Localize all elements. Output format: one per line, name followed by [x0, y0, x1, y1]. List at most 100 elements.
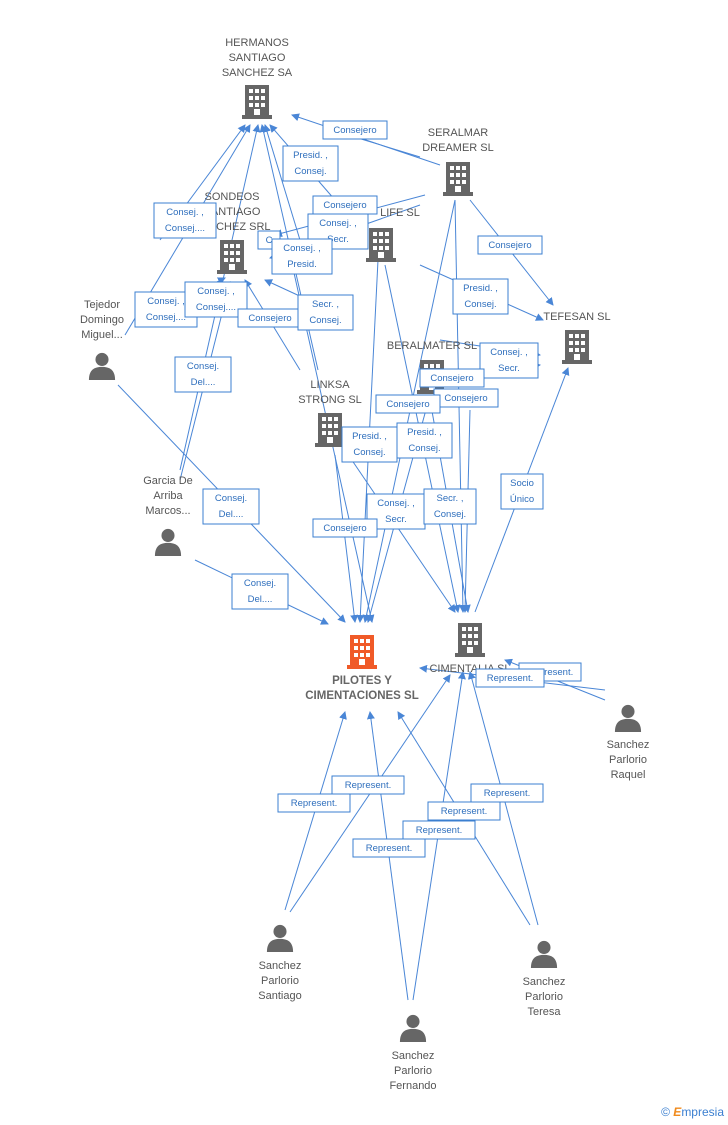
edge-label-box — [282, 145, 339, 182]
edge-label-text: Consej. , — [147, 296, 185, 307]
brand-initial: E — [673, 1105, 682, 1119]
edge-label-text: Presid. , — [293, 150, 328, 161]
edge-label-box — [375, 394, 441, 414]
node-label-line: HERMANOS — [225, 37, 289, 49]
node-cimentalia[interactable]: CIMENTALIA SL — [429, 623, 511, 675]
edge-label[interactable]: Presid. , Consej. — [396, 422, 453, 459]
node-label-line: Sanchez — [607, 739, 650, 751]
edge-label[interactable]: Consejero — [375, 394, 441, 414]
node-label-line: SONDEOS — [204, 191, 259, 203]
edge-label[interactable]: Consejero — [433, 388, 499, 408]
edge-label[interactable]: Secr. ,Consej. — [423, 488, 477, 525]
edge-label-text: Consej. , — [319, 218, 357, 229]
edge-label[interactable]: Represent. — [277, 793, 351, 813]
edge-label-text: Consej.... — [146, 312, 186, 323]
edge-label-box — [479, 342, 539, 379]
edge-label-text: Consejero — [430, 373, 473, 384]
edge-label-text: Represent. — [345, 780, 391, 791]
edge-label-text: Consej. — [294, 166, 326, 177]
edge-label-box — [174, 356, 232, 393]
edge-label-text: Consej. , — [490, 347, 528, 358]
edge-label[interactable]: Consej.Del.... — [231, 573, 289, 610]
node-tefesan[interactable]: TEFESAN SL — [543, 311, 611, 364]
edge-label[interactable]: Represent. — [352, 838, 426, 858]
node-garcia[interactable]: Garcia DeArribaMarcos... — [143, 475, 193, 556]
edge-label[interactable]: Consejero — [477, 235, 543, 255]
edge-label[interactable]: Consej.Del.... — [174, 356, 232, 393]
edge-label-text: Presid. , — [463, 283, 498, 294]
node-label-line: Raquel — [611, 769, 646, 781]
edge-label-text: Consej.... — [196, 302, 236, 313]
building-icon — [347, 635, 377, 669]
edge-label-box — [396, 422, 453, 459]
edge-label-box — [312, 518, 378, 538]
edge-label[interactable]: Represent. — [427, 801, 501, 821]
edge-label[interactable]: Consej.Del.... — [202, 488, 260, 525]
edge-label[interactable]: Presid. ,Consej. — [341, 426, 398, 463]
edge-label[interactable]: Consej. ,Presid. — [271, 238, 333, 275]
edge-label[interactable]: Represent. — [402, 820, 476, 840]
edge-label[interactable]: Presid. ,Consej. — [452, 278, 509, 315]
node-label-line: Parlorio — [609, 754, 647, 766]
node-label-line: Parlorio — [525, 991, 563, 1003]
node-label-line: BERALMATER SL — [387, 340, 477, 352]
node-label-line: Parlorio — [394, 1065, 432, 1077]
edge-label-text: Consejero — [323, 523, 366, 534]
edge-label-text: Consej. — [408, 443, 440, 454]
edge-label-box — [277, 793, 351, 813]
node-label-line: LIFE SL — [380, 207, 420, 219]
edge-label-box — [202, 488, 260, 525]
edge-label[interactable]: Represent. — [331, 775, 405, 795]
node-label-line: Parlorio — [261, 975, 299, 987]
edge-label[interactable]: Consejero — [419, 368, 485, 388]
edge-label-text: Consejero — [248, 313, 291, 324]
node-tejedor[interactable]: TejedorDomingoMiguel... — [80, 299, 124, 380]
edge-label-box — [352, 838, 426, 858]
edge-label[interactable]: Consej. ,Consej.... — [184, 281, 248, 318]
edge-label-text: Consej. — [187, 361, 219, 372]
edge-label-text: Represent. — [527, 667, 573, 678]
edge-label-box — [322, 120, 388, 140]
edge-label[interactable]: Consejero — [322, 120, 388, 140]
node-label-line: Miguel... — [81, 329, 123, 341]
node-label-line: Tejedor — [84, 299, 120, 311]
edge-label-box — [341, 426, 398, 463]
edge-label-box — [477, 235, 543, 255]
edge-label-box — [153, 202, 217, 239]
node-label-line: Sanchez — [259, 960, 302, 972]
edge-label-text: Consej. , — [377, 498, 415, 509]
edge-label-text: Consej. — [309, 315, 341, 326]
node-beralmater[interactable]: BERALMATER SL — [387, 340, 477, 394]
edge-label-text: Consej. , — [283, 243, 321, 254]
edge-label[interactable]: Secr. ,Consej. — [297, 294, 354, 331]
node-label-line: Arriba — [153, 490, 183, 502]
edge-label[interactable]: Consej. ,Secr. — [479, 342, 539, 379]
edge-label-text: Consej.... — [165, 223, 205, 234]
edge-label[interactable]: Consejero — [312, 195, 378, 215]
node-life[interactable]: LIFE SL — [366, 207, 420, 262]
edge-label-box — [231, 573, 289, 610]
edge-label-box — [331, 775, 405, 795]
edge-label-text: Represent. — [487, 673, 533, 684]
edge-label[interactable]: Consejero — [237, 308, 303, 328]
edge-label[interactable]: Consej. ,Consej.... — [153, 202, 217, 239]
edge-label[interactable]: Represent. — [470, 783, 544, 803]
edge-label-text: Presid. , — [407, 427, 442, 438]
edge-label[interactable]: Presid. , Consej. — [282, 145, 339, 182]
edge-label[interactable]: Consejero — [312, 518, 378, 538]
edge-label[interactable]: Represent. — [475, 668, 545, 688]
edge-label-text: Del.... — [219, 509, 244, 520]
building-icon — [562, 330, 592, 364]
building-icon — [455, 623, 485, 657]
